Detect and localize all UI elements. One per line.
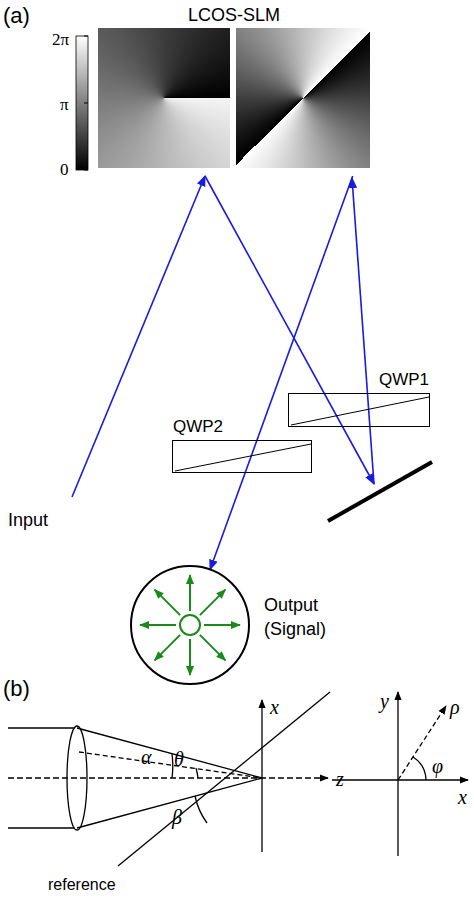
phase-pattern bbox=[98, 28, 230, 168]
angle-symbol: θ bbox=[174, 748, 184, 771]
reference-label: reference bbox=[48, 876, 116, 894]
node-label: QWP2 bbox=[173, 417, 223, 437]
colorbar-tick: π bbox=[60, 95, 69, 115]
mirror bbox=[328, 462, 432, 521]
node-label: Output (Signal) bbox=[264, 593, 344, 641]
node-label: LCOS-SLM bbox=[96, 4, 372, 26]
lens-diagram bbox=[8, 692, 330, 866]
phase-pattern bbox=[236, 28, 370, 168]
polar-axes bbox=[332, 692, 468, 856]
angle-symbol: β bbox=[172, 806, 182, 829]
slm-panel: LCOS-SLM bbox=[96, 4, 372, 170]
colorbar bbox=[76, 36, 88, 170]
laser-beam bbox=[210, 176, 353, 570]
laser-beams bbox=[72, 176, 374, 497]
waveplate-box: QWP1 bbox=[288, 393, 430, 427]
waveplate-axis bbox=[289, 394, 431, 428]
waveplate-axis bbox=[173, 441, 313, 474]
angle-symbol: φ bbox=[432, 755, 443, 778]
axis-label: y bbox=[380, 690, 389, 713]
axis-label: x bbox=[458, 786, 467, 809]
axis-label: z bbox=[336, 768, 344, 791]
beam-label: Input bbox=[8, 510, 48, 531]
output-circle: Output (Signal) bbox=[130, 565, 250, 685]
colorbar-tick: 2π bbox=[52, 30, 69, 50]
axis-label: ρ bbox=[450, 696, 460, 719]
node-label: QWP1 bbox=[379, 370, 429, 390]
waveplate-box: QWP2 bbox=[172, 440, 312, 473]
colorbar-tick: 0 bbox=[60, 160, 69, 180]
angle-symbol: α bbox=[141, 746, 152, 769]
panel-letter: (b) bbox=[3, 676, 30, 702]
axis-label: x bbox=[270, 696, 279, 719]
panel-letter: (a) bbox=[3, 3, 30, 29]
output-beam-profile bbox=[130, 565, 250, 685]
